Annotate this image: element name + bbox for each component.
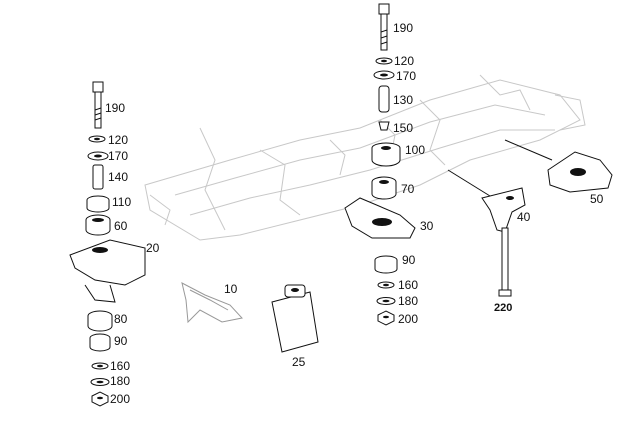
leader-lines <box>447 139 553 197</box>
nut-200-left <box>91 391 109 407</box>
cap-150 <box>378 121 390 131</box>
label-140: 140 <box>108 170 128 184</box>
label-120-left: 120 <box>108 133 128 147</box>
label-30: 30 <box>420 219 434 233</box>
bolt-left <box>92 81 104 129</box>
label-160-left: 160 <box>110 359 130 373</box>
nut-200-right <box>377 310 395 326</box>
label-190-right: 190 <box>393 21 413 35</box>
sleeve-130 <box>378 85 390 113</box>
label-200-left: 200 <box>110 392 130 406</box>
mount-70 <box>371 176 397 200</box>
label-170-left: 170 <box>108 149 128 163</box>
label-50: 50 <box>590 192 604 206</box>
bolt-right <box>378 3 390 51</box>
label-90-left: 90 <box>114 334 128 348</box>
mount-60 <box>85 214 111 236</box>
mount-100 <box>371 142 401 167</box>
bracket-20 <box>69 239 146 303</box>
label-160-right: 160 <box>398 278 418 292</box>
label-110: 110 <box>112 195 131 209</box>
label-20: 20 <box>146 241 160 255</box>
label-150: 150 <box>393 121 413 135</box>
label-120-right: 120 <box>394 54 414 68</box>
washer-180-left <box>90 378 110 386</box>
bracket-40 <box>481 187 526 233</box>
mount-50 <box>547 151 613 193</box>
label-190-left: 190 <box>105 101 125 115</box>
bracket-30 <box>344 197 416 239</box>
clip-10 <box>181 282 243 324</box>
mount-90-left <box>89 333 111 352</box>
nut-170-right <box>373 70 395 80</box>
mount-80 <box>87 310 113 332</box>
label-80: 80 <box>114 312 128 326</box>
label-60: 60 <box>114 219 128 233</box>
nut-170-left <box>87 151 109 161</box>
mount-90-right <box>374 255 398 274</box>
label-170-right: 170 <box>396 69 416 83</box>
washer-160-right <box>377 281 395 289</box>
callout-labels: 190 120 170 140 110 60 20 80 90 160 180 … <box>105 21 604 406</box>
bushing-110 <box>86 195 110 213</box>
cover-25 <box>271 284 319 353</box>
label-40: 40 <box>517 210 531 224</box>
washer-120-right <box>375 57 393 65</box>
label-10: 10 <box>224 282 238 296</box>
washer-180-right <box>376 297 396 305</box>
washer-120-left <box>88 135 106 143</box>
label-180-right: 180 <box>398 294 418 308</box>
washer-160-left <box>91 362 109 370</box>
label-70: 70 <box>401 182 415 196</box>
label-200-right: 200 <box>398 312 418 326</box>
label-180-left: 180 <box>110 374 130 388</box>
label-220: 220 <box>494 302 512 314</box>
spacer-140 <box>92 164 104 190</box>
label-25: 25 <box>292 355 306 369</box>
label-100: 100 <box>405 143 425 157</box>
long-bolt-220 <box>498 227 512 297</box>
label-130: 130 <box>393 93 413 107</box>
label-90-right: 90 <box>402 253 416 267</box>
